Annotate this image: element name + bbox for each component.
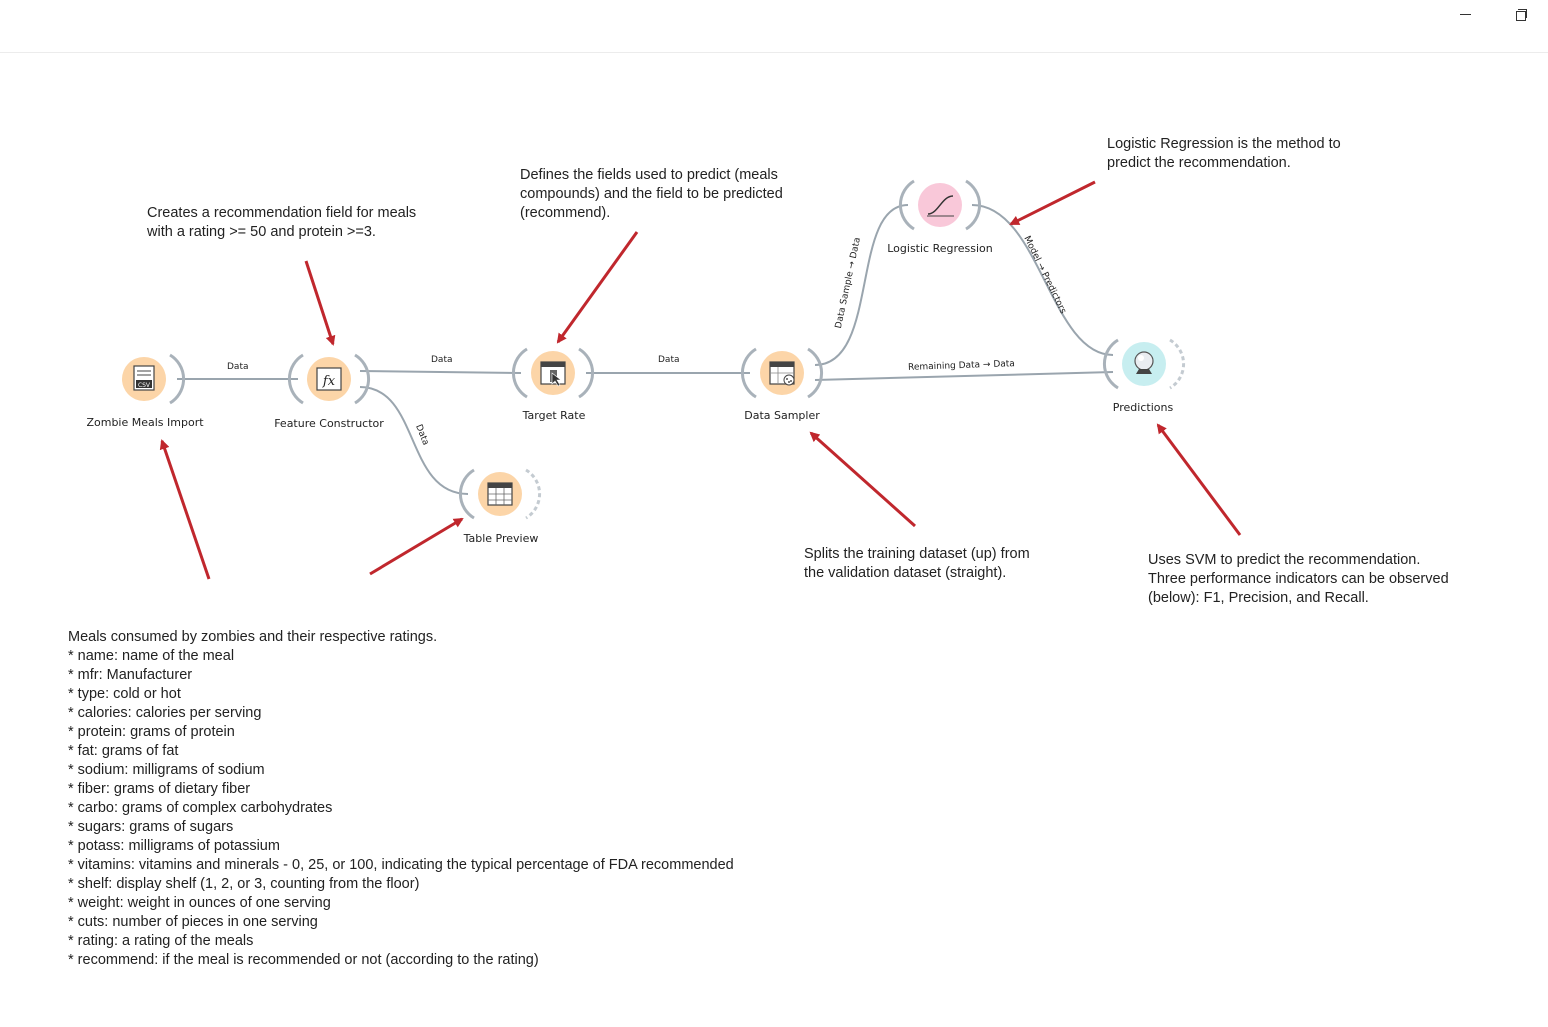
description-line: * vitamins: vitamins and minerals - 0, 2…	[68, 857, 734, 873]
description-line: * shelf: display shelf (1, 2, or 3, coun…	[68, 876, 420, 892]
description-line: * sodium: milligrams of sodium	[68, 762, 265, 778]
node-zombie-meals-import[interactable]: CSV	[122, 353, 186, 405]
arrow-target	[556, 231, 639, 344]
input-anchor[interactable]	[511, 347, 528, 399]
annotation-predictions: Uses SVM to predict the recommendation. …	[1148, 551, 1449, 608]
description-line: * cuts: number of pieces in one serving	[68, 914, 318, 930]
node-target-rate[interactable]	[511, 347, 595, 399]
links	[177, 204, 1114, 495]
input-anchor[interactable]	[287, 353, 304, 405]
select-columns-icon	[540, 361, 566, 387]
node-label-preview[interactable]: Table Preview	[463, 532, 539, 545]
svg-text:fx: fx	[322, 374, 336, 389]
annotation-target: Defines the fields used to predict (meal…	[520, 166, 783, 223]
output-anchor[interactable]	[578, 347, 595, 399]
annotation-line: Uses SVM to predict the recommendation.	[1148, 552, 1421, 568]
description-line: * potass: milligrams of potassium	[68, 838, 280, 854]
crystal-ball-icon	[1134, 351, 1154, 374]
annotation-arrows	[159, 180, 1242, 580]
description-line: * fiber: grams of dietary fiber	[68, 781, 251, 797]
arrow-import	[159, 439, 211, 580]
link-label-feature-target: Data	[431, 355, 453, 365]
title-bar	[0, 0, 1548, 53]
output-anchor[interactable]	[1169, 338, 1186, 390]
annotation-sampler: Splits the training dataset (up) from th…	[804, 545, 1030, 583]
description-line: * recommend: if the meal is recommended …	[68, 952, 539, 968]
link-sampler-logistic[interactable]	[814, 204, 909, 366]
function-fx-icon: fx	[316, 367, 342, 391]
csv-file-icon: CSV	[133, 365, 155, 391]
arrow-logistic	[1009, 180, 1096, 226]
description-line: * carbo: grams of complex carbohydrates	[68, 800, 333, 816]
output-anchor[interactable]	[525, 468, 542, 520]
node-label-target[interactable]: Target Rate	[522, 409, 586, 422]
description-line: Meals consumed by zombies and their resp…	[68, 629, 438, 645]
arrow-sampler	[809, 431, 916, 528]
description-line: * name: name of the meal	[68, 648, 235, 664]
link-feature-target[interactable]	[359, 370, 522, 374]
description-line: * weight: weight in ounces of one servin…	[68, 895, 331, 911]
sigmoid-curve-icon	[927, 195, 954, 217]
arrow-predictions	[1156, 423, 1242, 536]
link-sampler-predictions[interactable]	[814, 371, 1114, 381]
input-anchor[interactable]	[740, 347, 757, 399]
output-anchor[interactable]	[169, 353, 186, 405]
description-line: * protein: grams of protein	[68, 724, 235, 740]
node-logistic-regression[interactable]	[898, 179, 982, 231]
description-line: * mfr: Manufacturer	[68, 667, 193, 683]
annotation-line: Splits the training dataset (up) from	[804, 546, 1030, 562]
node-label-logistic[interactable]: Logistic Regression	[887, 242, 993, 255]
node-label-import[interactable]: Zombie Meals Import	[86, 416, 204, 429]
node-table-preview[interactable]	[458, 468, 542, 520]
node-label-sampler[interactable]: Data Sampler	[744, 409, 820, 422]
link-feature-preview[interactable]	[359, 386, 469, 495]
arrow-feature	[304, 260, 336, 346]
description-line: * type: cold or hot	[68, 686, 181, 702]
annotation-line: Defines the fields used to predict (meal…	[520, 167, 778, 183]
input-anchor[interactable]	[458, 468, 475, 520]
arrow-preview	[369, 517, 464, 576]
annotation-feature: Creates a recommendation field for meals…	[147, 204, 416, 242]
input-anchor[interactable]	[898, 179, 915, 231]
annotation-line: compounds) and the field to be predicted	[520, 186, 783, 202]
annotation-line: (below): F1, Precision, and Recall.	[1148, 590, 1369, 606]
annotation-line: Three performance indicators can be obse…	[1148, 571, 1449, 587]
annotation-line: the validation dataset (straight).	[804, 565, 1007, 581]
dataset-description: Meals consumed by zombies and their resp…	[68, 628, 734, 970]
node-feature-constructor[interactable]: fx	[287, 353, 371, 405]
restore-button[interactable]	[1498, 0, 1544, 28]
minimize-button[interactable]	[1442, 0, 1488, 28]
link-label-target-sampler: Data	[658, 355, 680, 365]
node-label-feature[interactable]: Feature Constructor	[274, 417, 384, 430]
annotation-line: (recommend).	[520, 205, 611, 221]
description-line: * calories: calories per serving	[68, 705, 262, 721]
link-logistic-predictions[interactable]	[971, 204, 1114, 356]
description-line: * rating: a rating of the meals	[68, 933, 254, 949]
annotation-logistic: Logistic Regression is the method to pre…	[1107, 135, 1341, 173]
description-line: * fat: grams of fat	[68, 743, 179, 759]
node-label-predictions[interactable]: Predictions	[1112, 401, 1174, 414]
input-anchor[interactable]	[1102, 338, 1119, 390]
description-line: * sugars: grams of sugars	[68, 819, 234, 835]
restore-icon	[1515, 8, 1527, 21]
annotation-line: Logistic Regression is the method to	[1107, 136, 1341, 152]
annotation-line: predict the recommendation.	[1107, 155, 1291, 171]
node-data-sampler[interactable]	[740, 347, 824, 399]
output-anchor[interactable]	[354, 353, 371, 405]
node-predictions[interactable]	[1102, 338, 1186, 390]
link-label-import-feature: Data	[227, 362, 249, 372]
annotation-line: Creates a recommendation field for meals	[147, 205, 417, 221]
table-icon	[487, 482, 513, 506]
output-anchor[interactable]	[807, 347, 824, 399]
svg-text:CSV: CSV	[138, 382, 151, 389]
annotation-line: with a rating >= 50 and protein >=3.	[147, 224, 376, 240]
dice-table-icon	[769, 361, 795, 386]
minimize-icon	[1459, 13, 1471, 15]
output-anchor[interactable]	[965, 179, 982, 231]
